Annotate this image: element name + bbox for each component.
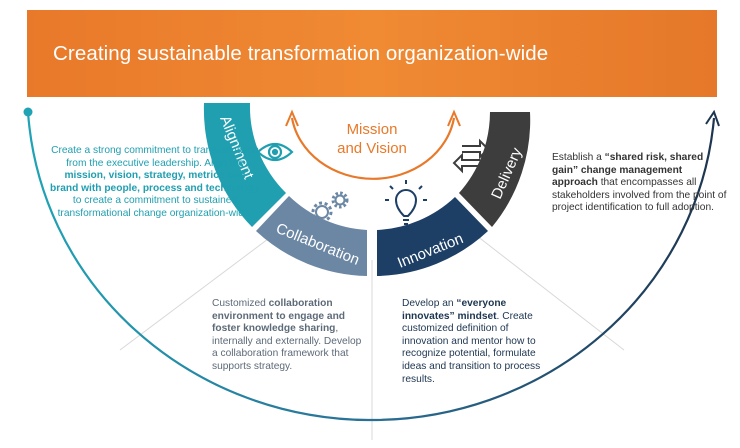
text-bold-segment: “everyone innovates” mindset	[402, 298, 507, 322]
text-bold-segment: collaboration environment to engage and …	[212, 298, 346, 335]
ring-segment-alignment[interactable]	[203, 103, 286, 227]
ring-segment-collaboration[interactable]	[256, 196, 367, 276]
text-segment: Customized	[212, 298, 269, 309]
text-segment: . Create customized definition of innova…	[402, 310, 541, 385]
ring-segment-delivery[interactable]	[459, 112, 531, 227]
mission-arc	[290, 117, 456, 180]
start-dot-icon	[23, 107, 33, 117]
lightbulb-icon	[385, 180, 427, 225]
page-title: Creating sustainable transformation orga…	[53, 42, 549, 65]
innovation-description: Develop an “everyone innovates” mindset.…	[402, 298, 552, 386]
mission-label: Mission	[347, 121, 398, 138]
collaboration-description: Customized collaboration environment to …	[212, 298, 362, 374]
header-banner: Creating sustainable transformation orga…	[27, 10, 717, 97]
mission-arrow-right-icon	[447, 109, 461, 127]
text-segment: , internally and externally. Develop a c…	[212, 323, 362, 372]
text-bold-segment: “shared risk, shared gain” change manage…	[552, 152, 704, 189]
text-segment: Create a strong commitment to transforma…	[51, 145, 259, 169]
vision-label: and Vision	[337, 140, 407, 157]
text-segment: Develop an	[402, 298, 457, 309]
outer-arc	[26, 111, 716, 422]
alignment-description: Create a strong commitment to transforma…	[50, 145, 260, 221]
delivery-description: Establish a “shared risk, shared gain” c…	[552, 152, 727, 215]
ring-segment-innovation[interactable]	[377, 197, 488, 276]
text-bold-segment: mission, vision, strategy, metrics and b…	[50, 170, 261, 194]
mission-arrow-left-icon	[285, 109, 299, 127]
text-segment: Establish a	[552, 152, 605, 163]
text-segment: that encompasses all stakeholders involv…	[552, 177, 727, 214]
text-segment: to create a commitment to sustained tran…	[57, 195, 253, 219]
eye-icon	[256, 142, 294, 162]
arrowhead-icon	[705, 109, 720, 127]
gears-icon	[311, 191, 349, 223]
swap-arrows-icon	[452, 138, 490, 174]
